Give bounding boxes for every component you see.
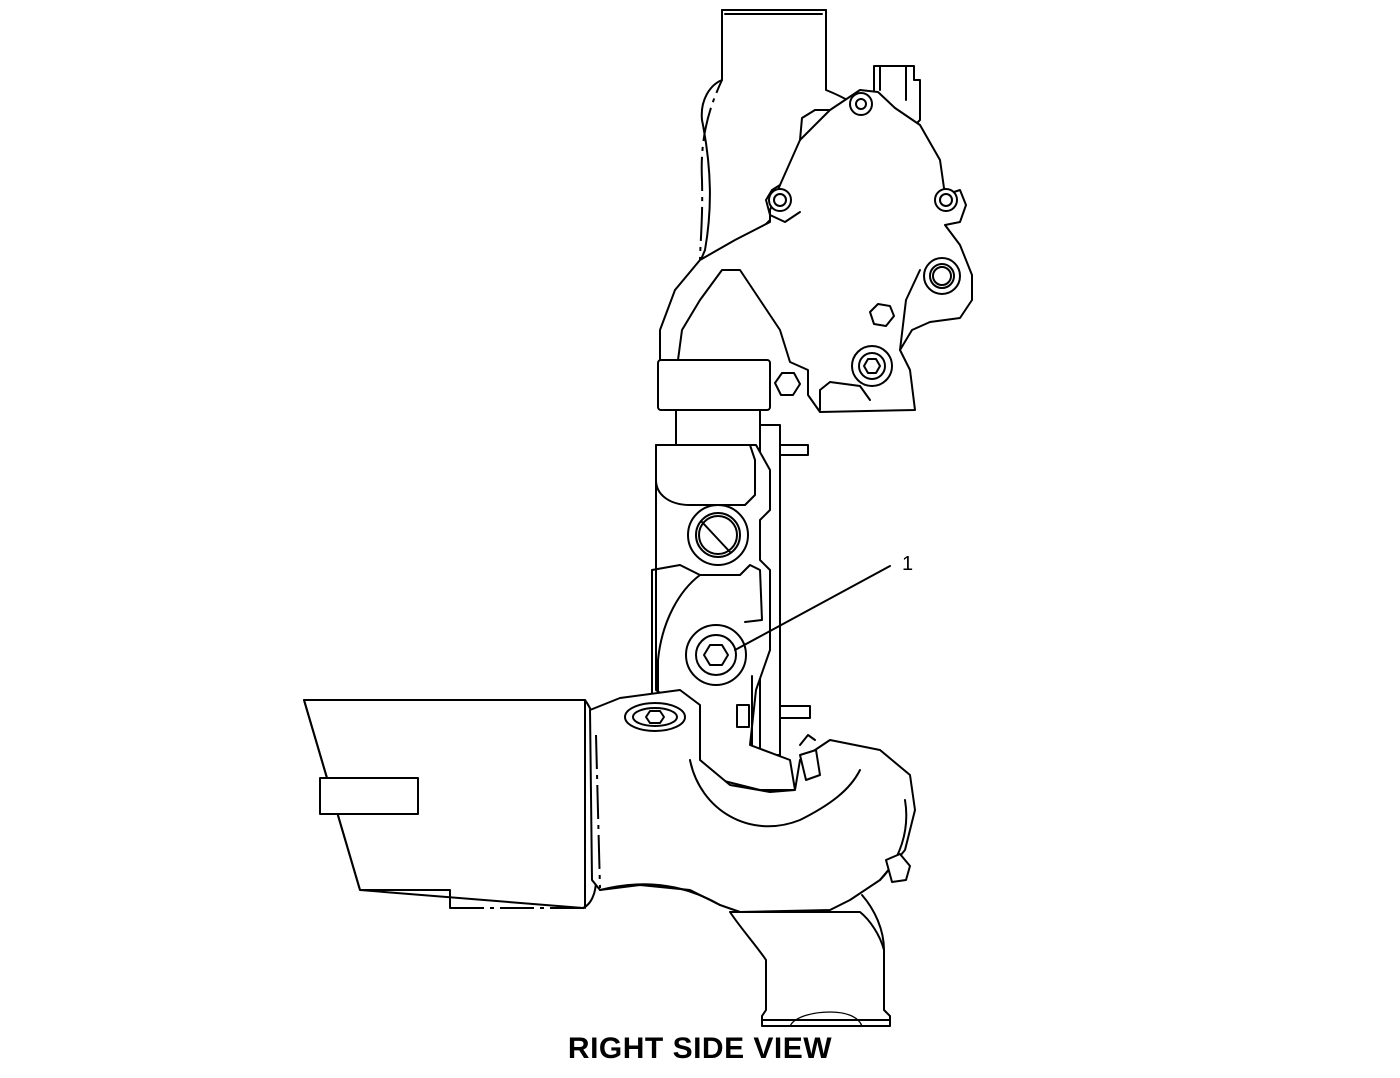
lower-outlet-pipe [729,894,891,1027]
view-caption: RIGHT SIDE VIEW [567,1032,833,1065]
upper-pipe-collar [657,359,771,446]
upper-cover-housing [659,65,973,413]
housing-bolts [768,92,961,396]
manifold-bolts [685,504,749,686]
hex-bolt-item-1 [703,644,729,666]
lower-transition-elbow [589,689,916,913]
callout-label: 1 [902,553,913,575]
lower-left-duct [303,699,597,909]
callout-1: 1 [734,553,913,651]
callout-leader-line [734,565,891,651]
